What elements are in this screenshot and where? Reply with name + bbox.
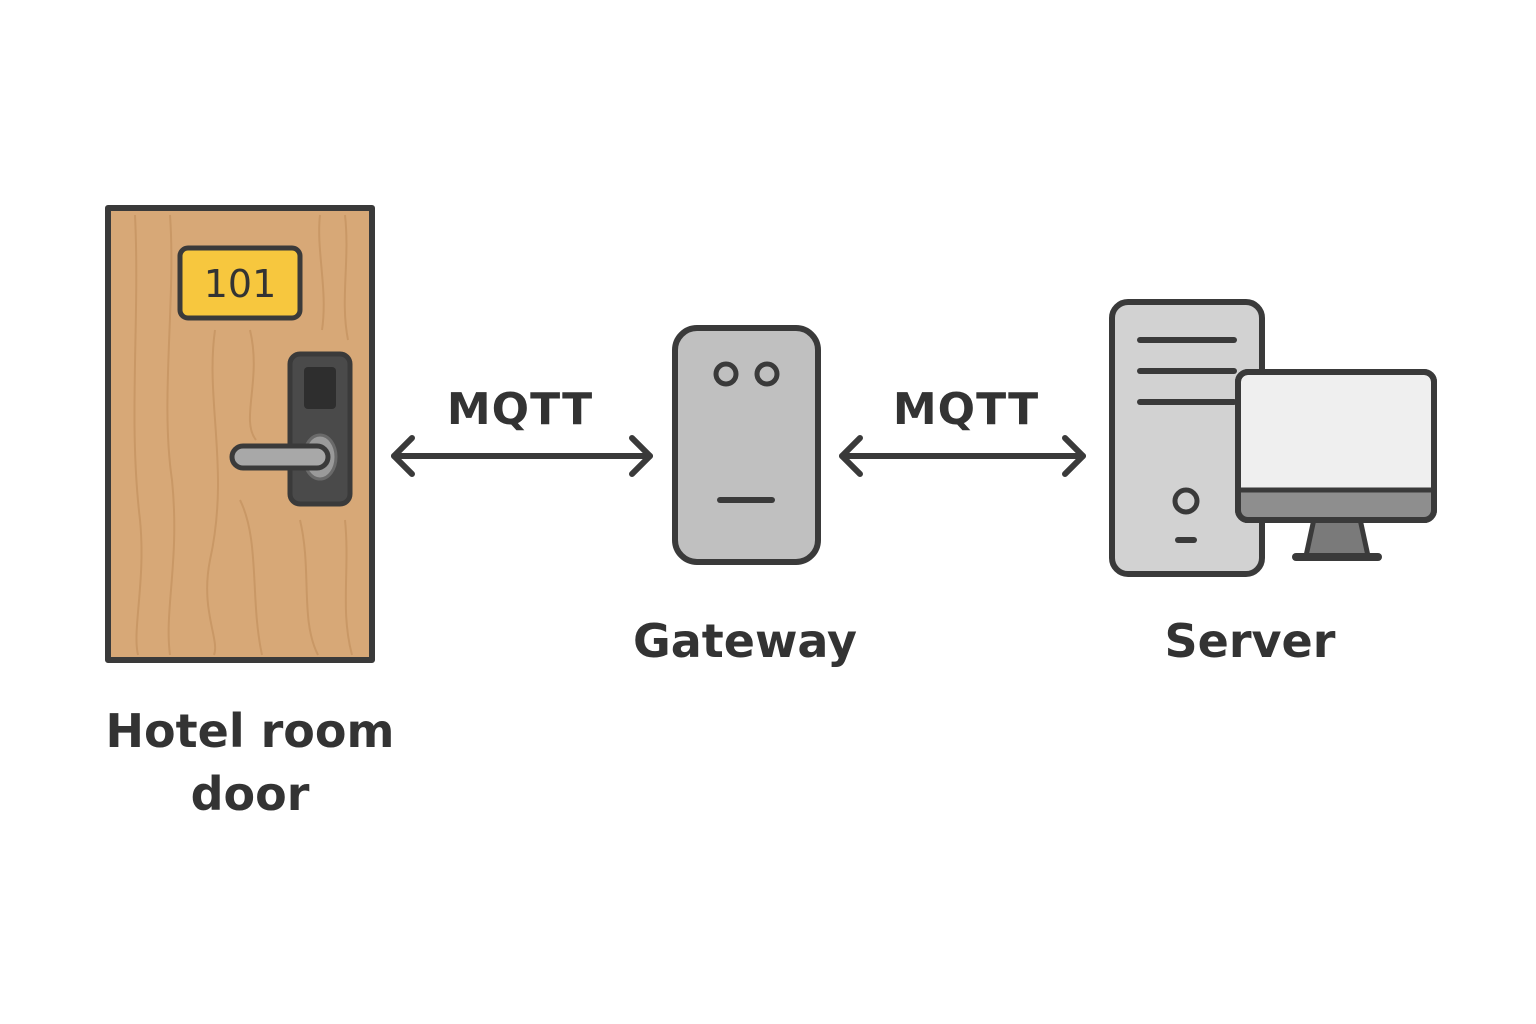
- server-computer-icon: [1109, 299, 1437, 577]
- monitor-icon: [1235, 369, 1437, 561]
- gateway-led-icon: [713, 361, 739, 387]
- door-label-line-2: door: [190, 767, 310, 822]
- room-number: 101: [203, 262, 277, 306]
- gateway-device-icon: [672, 325, 821, 565]
- door-handle-icon: [229, 443, 331, 471]
- server-label: Server: [1164, 614, 1336, 668]
- gateway-label: Gateway: [632, 614, 858, 668]
- keycard-reader-icon: [304, 367, 336, 409]
- gateway-led-icon: [754, 361, 780, 387]
- room-number-plate: [177, 245, 303, 321]
- mqtt-link-door-gateway: [391, 435, 653, 477]
- wood-grain: [133, 214, 353, 656]
- mqtt-label-door-gateway: MQTT: [446, 384, 594, 435]
- door-label-line-1: Hotel room: [105, 704, 395, 758]
- mqtt-label-gateway-server: MQTT: [892, 384, 1040, 435]
- mqtt-link-gateway-server: [839, 435, 1086, 477]
- power-button-icon: [1172, 487, 1200, 515]
- door-label: Hotel room door: [90, 700, 410, 827]
- hotel-door-icon: [105, 205, 375, 663]
